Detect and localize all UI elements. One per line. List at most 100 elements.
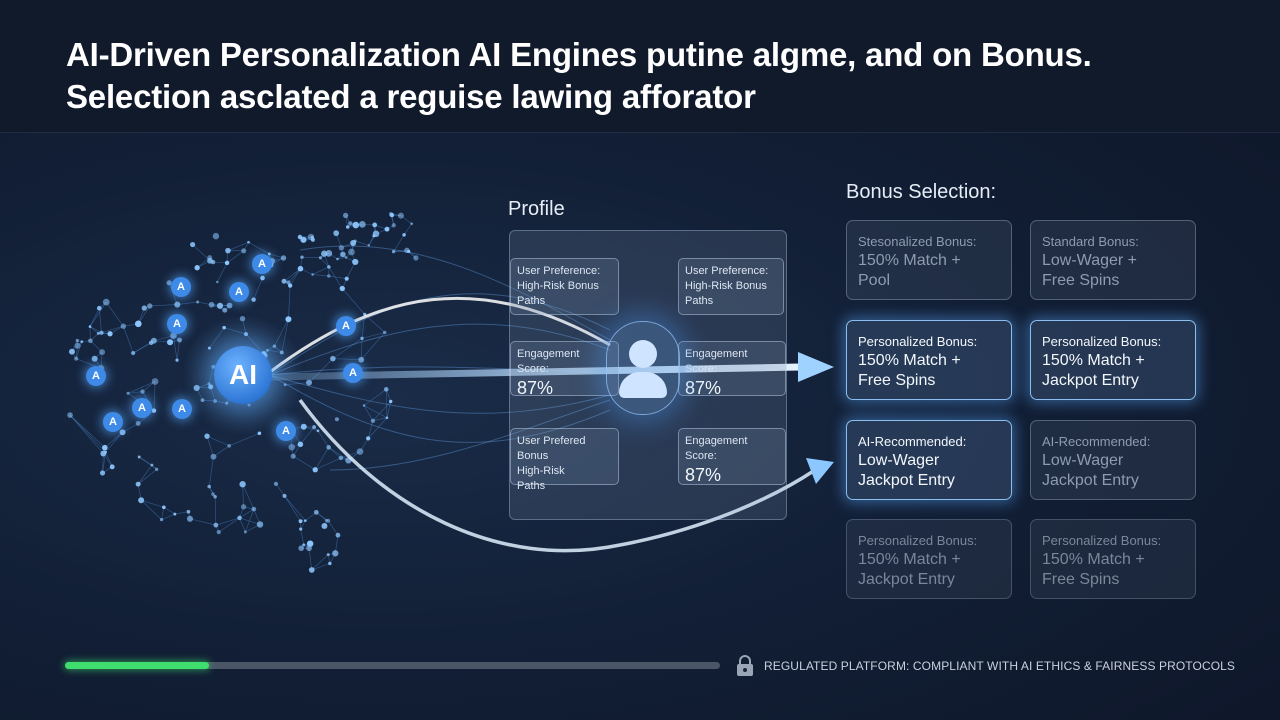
network-link — [69, 414, 106, 453]
bonus-card-line: Jackpot Entry — [1042, 372, 1139, 389]
network-link — [215, 517, 240, 526]
network-dot — [330, 355, 336, 362]
bonus-card-line: 150% Match + — [858, 252, 961, 269]
profile-card-line: User Preference: — [685, 265, 769, 277]
network-link — [360, 332, 386, 360]
network-dot — [281, 278, 287, 284]
network-dot — [325, 249, 333, 257]
network-link — [101, 325, 124, 334]
network-dot — [190, 241, 196, 248]
network-link — [239, 517, 246, 533]
network-link — [300, 529, 305, 545]
bonus-card[interactable]: Personalized Bonus: 150% Match + Free Sp… — [1030, 519, 1196, 599]
network-dot — [102, 298, 110, 306]
network-dot — [80, 340, 84, 344]
network-dot — [131, 350, 136, 356]
network-dot — [138, 497, 145, 504]
network-dot — [186, 509, 191, 514]
network-dot — [338, 245, 345, 251]
network-link — [123, 326, 134, 354]
network-dot — [350, 239, 357, 246]
network-link — [217, 262, 228, 283]
bonus-card[interactable]: Standard Bonus: Low-Wager + Free Spins — [1030, 220, 1196, 300]
network-dot — [166, 339, 174, 346]
engagement-score-value: 87% — [685, 378, 722, 398]
network-dot — [345, 225, 350, 229]
network-link — [314, 447, 329, 470]
network-dot — [327, 274, 331, 278]
network-link — [363, 405, 374, 421]
bonus-card-highlighted[interactable]: Personalized Bonus: 150% Match + Free Sp… — [846, 320, 1012, 400]
network-link — [300, 426, 315, 445]
profile-card-user-preference: User Preference: High-Risk Bonus Paths — [510, 258, 619, 315]
network-link — [140, 499, 162, 520]
network-dot — [155, 467, 159, 472]
network-dot — [286, 280, 291, 285]
network-dot — [332, 550, 339, 557]
network-link — [213, 261, 228, 264]
network-dot — [159, 518, 164, 522]
network-link — [69, 414, 106, 448]
network-dot — [340, 251, 346, 258]
network-dot — [290, 453, 296, 459]
network-dot — [126, 391, 130, 395]
network-link — [132, 342, 152, 354]
network-dot — [251, 297, 256, 302]
bonus-card[interactable]: Personalized Bonus: 150% Match + Jackpot… — [846, 519, 1012, 599]
profile-label: Profile — [508, 198, 565, 220]
network-link — [284, 495, 306, 521]
network-dot — [407, 249, 411, 254]
network-link — [393, 234, 405, 252]
network-link — [105, 432, 123, 453]
bonus-card-ai-recommended[interactable]: AI-Recommended: Low-Wager Jackpot Entry — [1030, 420, 1196, 500]
network-dot — [75, 338, 80, 343]
network-link — [227, 241, 249, 251]
network-link — [89, 326, 99, 334]
bonus-card-line: Free Spins — [1042, 272, 1120, 289]
network-dot — [162, 505, 166, 510]
network-dot — [211, 492, 215, 496]
network-dot — [204, 433, 210, 439]
network-dot — [173, 512, 177, 516]
network-link — [320, 257, 330, 268]
bonus-card-caption: Personalized Bonus: — [1042, 533, 1162, 548]
network-link — [289, 268, 301, 286]
bonus-card[interactable]: Stesonalized Bonus: 150% Match + Pool — [846, 220, 1012, 300]
network-link — [340, 451, 361, 459]
network-dot — [107, 331, 113, 337]
network-node-a: A — [132, 398, 152, 418]
network-dot — [306, 379, 312, 386]
network-node-a: A — [276, 421, 296, 441]
compliance-notice: REGULATED PLATFORM: COMPLIANT WITH AI ET… — [764, 659, 1236, 673]
network-link — [284, 495, 301, 522]
network-dot — [385, 416, 389, 420]
bonus-card-line: 150% Match + — [1042, 551, 1145, 568]
network-dot — [299, 527, 303, 531]
network-link — [346, 261, 356, 279]
network-link — [137, 469, 157, 485]
profile-card-engagement-score: Engagement Score: 87% — [510, 341, 619, 398]
network-dot — [342, 212, 349, 219]
network-link — [328, 447, 342, 459]
bonus-card-line: Low-Wager — [1042, 452, 1124, 469]
bonus-card-line: Low-Wager + — [1042, 252, 1137, 269]
network-link — [214, 496, 217, 526]
network-link — [127, 391, 143, 394]
network-dot — [216, 280, 219, 284]
network-dot — [363, 312, 367, 316]
network-dot — [300, 423, 307, 430]
network-dot — [352, 221, 360, 229]
network-dot — [307, 233, 315, 240]
network-link — [192, 244, 211, 262]
network-dot — [239, 481, 246, 488]
network-dot — [135, 420, 141, 426]
bonus-card-highlighted[interactable]: Personalized Bonus: 150% Match + Jackpot… — [1030, 320, 1196, 400]
network-dot — [334, 417, 339, 422]
network-link — [89, 326, 102, 334]
network-dot — [321, 522, 328, 529]
bonus-card-ai-recommended[interactable]: AI-Recommended: Low-Wager Jackpot Entry — [846, 420, 1012, 500]
network-dot — [327, 265, 331, 269]
engagement-score-value: 87% — [517, 378, 554, 398]
network-dot — [311, 273, 314, 276]
